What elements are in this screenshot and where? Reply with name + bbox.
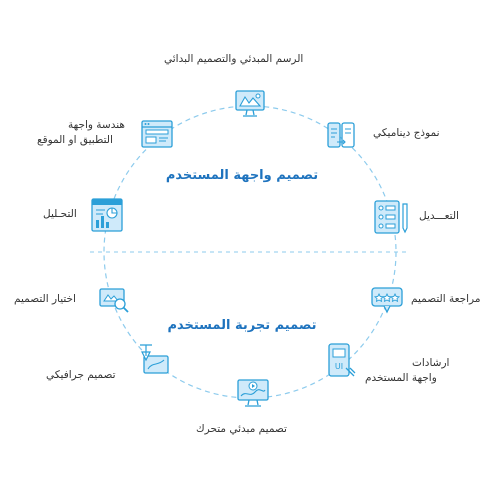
item-dynamic-model-label: نموذج ديناميكي xyxy=(373,127,440,139)
item-ui-guidelines-label-line2: واجهة المستخدم xyxy=(365,372,437,384)
item-graphic-design-label: تصميم جرافيكي xyxy=(46,369,116,381)
ui-guidelines-icon: UI xyxy=(328,343,356,377)
ux-design-title: تصميم تجربة المستخدم xyxy=(167,318,317,333)
graphic-design-pen-icon xyxy=(140,344,169,374)
ui-design-title: تصميم واجهة المستخدم xyxy=(165,168,319,183)
item-choose-design-label: اختيار التصميم xyxy=(14,293,76,305)
analysis-chart-icon xyxy=(91,198,123,232)
item-analysis-label: التحـليل xyxy=(43,208,77,220)
edit-flowchart-icon xyxy=(374,200,408,234)
item-motion-design-label: تصميم مبدئي متحرك xyxy=(196,423,287,435)
item-edit-label: التعـــديل xyxy=(419,210,459,222)
item-architecture-label-line2: التطبيق او الموقع xyxy=(37,134,113,146)
app-architecture-icon xyxy=(141,120,173,148)
monitor-sketch-icon xyxy=(235,90,265,117)
motion-design-icon xyxy=(237,379,269,407)
item-ui-guidelines-label-line1: ارشادات xyxy=(412,357,450,369)
svg-text:UI: UI xyxy=(335,362,343,371)
design-search-icon xyxy=(99,288,129,313)
item-sketch-label: الرسم المبدئي والتصميم البدائي xyxy=(164,53,304,65)
item-design-review-label: مراجعة التصميم xyxy=(411,293,481,305)
dynamic-model-phones-icon xyxy=(327,122,355,148)
rating-review-icon xyxy=(371,287,403,314)
item-architecture-label-line1: هندسة واجهة xyxy=(68,119,125,131)
